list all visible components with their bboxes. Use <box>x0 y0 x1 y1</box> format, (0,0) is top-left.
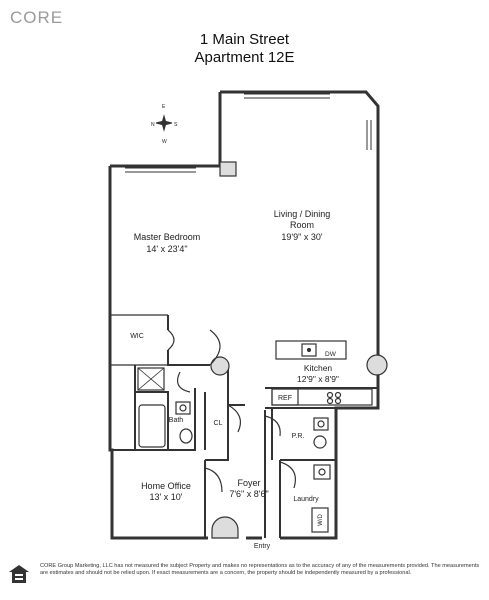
washer-dryer <box>311 507 329 533</box>
bath-sink <box>175 401 191 415</box>
toilet <box>179 428 193 444</box>
pr-sink-basin <box>317 420 325 428</box>
living-name-2: Room <box>290 220 314 230</box>
bath-sink-basin <box>179 404 187 412</box>
office-dims: 13' x 10' <box>150 492 183 502</box>
kitchen-dims: 12'9" x 8'9" <box>297 374 339 384</box>
window <box>366 120 372 150</box>
pr-sink <box>313 417 329 431</box>
cl-label: CL <box>214 420 223 427</box>
door-arc <box>264 415 281 437</box>
door-arc <box>227 404 241 433</box>
column <box>211 516 239 539</box>
wic-label: WIC <box>130 333 144 340</box>
office-name: Home Office <box>141 481 191 491</box>
bathtub <box>138 404 166 448</box>
column <box>366 354 388 376</box>
equal-housing-icon <box>9 565 29 583</box>
stove-burner <box>326 391 334 399</box>
address-title: 1 Main Street <box>199 31 290 48</box>
kitchen-name: Kitchen <box>304 363 333 373</box>
shower-x <box>137 367 165 391</box>
compass-e: E <box>162 104 166 110</box>
door-arc <box>209 329 221 366</box>
interior-wall <box>110 315 378 538</box>
foyer-name: Foyer <box>237 478 260 488</box>
shower <box>137 367 165 391</box>
floor-plan: E N S W Living / Dining Room 19'9" x 30'… <box>108 90 388 550</box>
living-dims: 19'9" x 30' <box>281 232 322 242</box>
master-name: Master Bedroom <box>134 232 201 242</box>
compass-s: S <box>174 122 178 128</box>
core-logo: CORE <box>10 8 64 27</box>
compass-w: W <box>162 139 167 145</box>
door-arc <box>204 467 223 493</box>
pr-toilet <box>313 435 327 449</box>
ref-label: REF <box>278 395 292 402</box>
master-bedroom-wall <box>109 314 168 366</box>
column <box>210 356 230 376</box>
laundry-label: Laundry <box>293 496 319 503</box>
apartment-title: Apartment 12E <box>194 49 295 66</box>
living-name-1: Living / Dining <box>274 209 331 219</box>
stove-burner <box>326 397 334 405</box>
bath-label: Bath <box>169 417 184 424</box>
kitchen-island <box>275 340 347 360</box>
sink-drain <box>306 347 312 353</box>
disclaimer: CORE Group Marketing, LLC has not measur… <box>40 563 480 577</box>
column <box>219 161 237 177</box>
wd-label: W/D <box>318 514 324 526</box>
compass-n: N <box>151 122 155 128</box>
door-arc <box>279 461 296 489</box>
master-dims: 14' x 23'4" <box>146 244 187 254</box>
entry-label: Entry <box>254 543 271 550</box>
laundry-sink-basin <box>318 468 326 476</box>
window <box>244 93 330 99</box>
door-arc <box>177 371 191 393</box>
dw-label: DW <box>325 351 337 358</box>
door-arc <box>167 329 175 351</box>
refrigerator <box>271 388 299 406</box>
foyer-dims: 7'6" x 8'6" <box>229 489 268 499</box>
window <box>125 167 196 173</box>
kitchen-sink <box>301 343 317 357</box>
compass-rose <box>155 114 173 132</box>
laundry-sink <box>313 464 331 480</box>
stove-burner <box>334 397 342 405</box>
pr-label: P.R. <box>292 433 305 440</box>
stove-burner <box>334 391 342 399</box>
